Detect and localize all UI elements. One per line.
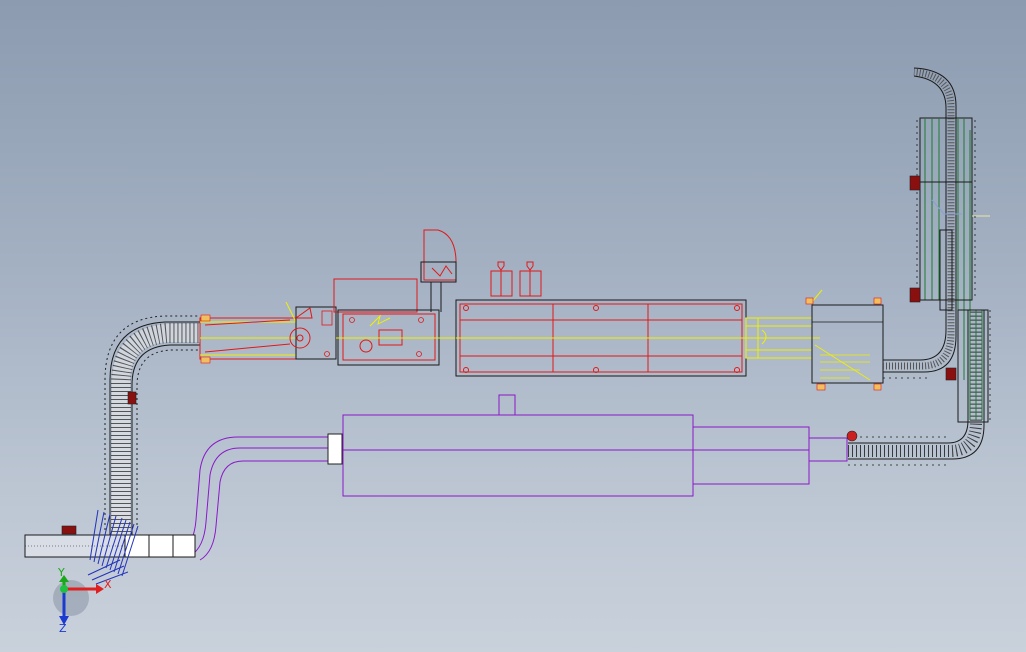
right-conveyor-loop-lower[interactable] (848, 310, 985, 460)
z-axis-label: Z (59, 622, 67, 635)
rail-dash-marks (848, 120, 991, 466)
tunnel-main-body (342, 414, 694, 497)
infeed-conveyor[interactable] (24, 534, 196, 558)
coordinate-triad: X Y Z (53, 566, 112, 635)
tunnel-right-section (692, 426, 810, 485)
left-curved-conveyor[interactable] (104, 315, 200, 540)
tunnel-right-flange (808, 437, 848, 462)
gear-housing[interactable] (289, 306, 337, 360)
infeed-motor[interactable] (61, 525, 77, 535)
right-motor-lower[interactable] (945, 367, 957, 381)
right-conveyor-loop-upper[interactable] (883, 67, 957, 373)
film-cutter-unit[interactable] (420, 229, 457, 312)
tunnel-inlet-box (327, 433, 343, 465)
right-motor-mid[interactable] (909, 287, 921, 303)
feed-section-left[interactable] (199, 301, 297, 364)
right-motor-bottom[interactable] (846, 430, 858, 442)
purple-tunnel-assembly[interactable] (179, 394, 848, 561)
tunnel-duct-curve-2 (189, 447, 328, 557)
right-motor-top[interactable] (909, 175, 921, 191)
transfer-rollers (87, 509, 139, 585)
wrapping-machine[interactable] (324, 278, 457, 366)
shrink-tunnel-red[interactable] (455, 299, 820, 377)
outfeed-section[interactable] (745, 289, 884, 391)
x-axis-label: X (104, 578, 112, 591)
y-axis-label: Y (57, 566, 65, 579)
left-drive-motor[interactable] (127, 391, 137, 405)
tunnel-duct-curve-1 (179, 436, 328, 553)
vertical-accumulation-rails[interactable] (919, 117, 990, 423)
heater-boxes[interactable] (490, 261, 542, 297)
tunnel-top-stack (498, 394, 516, 416)
tunnel-duct-curve-3 (199, 460, 328, 561)
